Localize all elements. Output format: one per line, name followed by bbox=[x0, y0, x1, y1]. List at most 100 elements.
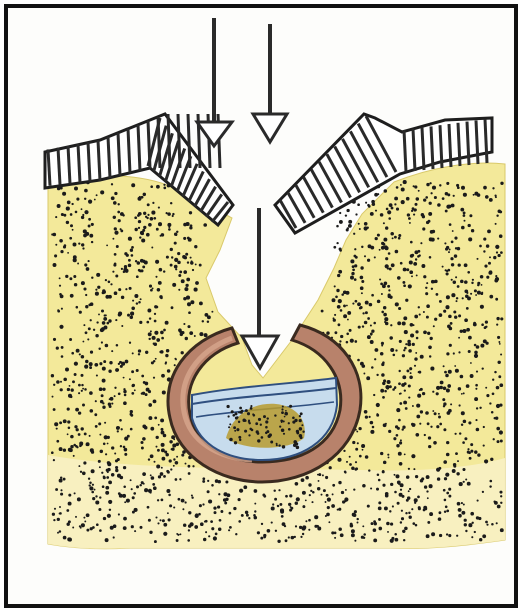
soil-dot bbox=[318, 473, 321, 476]
soil-dot bbox=[192, 269, 194, 271]
soil-dot bbox=[338, 299, 342, 303]
soil-dot bbox=[350, 339, 354, 343]
soil-dot bbox=[138, 212, 142, 216]
soil-dot bbox=[378, 527, 382, 531]
soil-dot bbox=[391, 263, 395, 267]
soil-dot bbox=[389, 336, 392, 339]
soil-dot bbox=[387, 285, 390, 288]
soil-dot bbox=[446, 453, 450, 457]
soil-dot bbox=[379, 249, 381, 251]
soil-dot bbox=[381, 293, 383, 295]
soil-dot bbox=[111, 183, 113, 185]
soil-dot bbox=[444, 242, 446, 244]
soil-dot bbox=[56, 346, 59, 349]
debris-dot bbox=[282, 405, 284, 407]
soil-dot bbox=[436, 425, 439, 428]
soil-dot bbox=[157, 449, 160, 452]
soil-dot bbox=[89, 484, 91, 486]
soil-dot bbox=[86, 267, 90, 271]
soil-dot bbox=[413, 214, 415, 216]
soil-dot bbox=[453, 463, 456, 466]
soil-dot bbox=[367, 335, 371, 339]
soil-dot bbox=[413, 468, 415, 470]
soil-dot bbox=[63, 536, 67, 540]
soil-dot bbox=[131, 370, 134, 373]
soil-dot bbox=[380, 389, 384, 393]
soil-dot bbox=[446, 389, 450, 393]
soil-dot bbox=[235, 533, 237, 535]
soil-dot bbox=[69, 385, 71, 387]
soil-dot bbox=[100, 400, 104, 404]
soil-dot bbox=[81, 390, 83, 392]
debris-dot bbox=[250, 405, 252, 407]
soil-dot bbox=[114, 395, 116, 397]
soil-dot bbox=[132, 496, 135, 499]
soil-dot bbox=[133, 492, 136, 495]
soil-dot bbox=[458, 351, 460, 353]
soil-dot bbox=[404, 389, 406, 391]
soil-dot bbox=[391, 207, 394, 210]
debris-dot bbox=[292, 417, 295, 420]
soil-dot bbox=[82, 471, 86, 475]
soil-dot bbox=[383, 222, 385, 224]
soil-dot bbox=[399, 462, 403, 466]
soil-dot bbox=[84, 189, 88, 193]
soil-dot bbox=[445, 210, 448, 213]
soil-dot bbox=[383, 306, 386, 309]
debris-dot bbox=[244, 420, 246, 422]
debris-dot bbox=[266, 417, 268, 419]
soil-dot bbox=[361, 292, 363, 294]
soil-dot bbox=[150, 217, 154, 221]
soil-dot bbox=[499, 403, 502, 406]
soil-dot bbox=[113, 264, 116, 267]
soil-dot bbox=[150, 185, 153, 188]
soil-dot bbox=[166, 349, 169, 352]
soil-dot bbox=[368, 205, 371, 208]
soil-dot bbox=[471, 282, 473, 284]
soil-dot bbox=[439, 423, 442, 426]
soil-dot bbox=[408, 284, 412, 288]
soil-dot bbox=[168, 518, 171, 521]
soil-dot bbox=[420, 388, 423, 391]
soil-dot bbox=[114, 387, 116, 389]
soil-dot bbox=[155, 276, 157, 278]
soil-dot bbox=[102, 379, 106, 383]
soil-dot bbox=[351, 533, 355, 537]
soil-dot bbox=[81, 374, 84, 377]
soil-dot bbox=[59, 447, 63, 451]
soil-dot bbox=[483, 238, 486, 241]
soil-dot bbox=[54, 422, 58, 426]
soil-dot bbox=[415, 330, 418, 333]
soil-dot bbox=[195, 281, 199, 285]
soil-dot bbox=[460, 208, 464, 212]
soil-dot bbox=[437, 477, 440, 480]
soil-dot bbox=[143, 212, 146, 215]
soil-dot bbox=[88, 260, 90, 262]
soil-dot bbox=[458, 514, 462, 518]
soil-dot bbox=[167, 212, 171, 216]
soil-dot bbox=[403, 268, 407, 272]
soil-dot bbox=[84, 210, 88, 214]
debris-dot bbox=[282, 445, 285, 448]
soil-dot bbox=[91, 241, 93, 243]
soil-dot bbox=[152, 287, 154, 289]
soil-dot bbox=[370, 324, 372, 326]
soil-dot bbox=[500, 317, 503, 320]
soil-dot bbox=[111, 403, 113, 405]
soil-dot bbox=[130, 479, 132, 481]
soil-dot bbox=[157, 288, 161, 292]
soil-dot bbox=[146, 388, 150, 392]
soil-dot bbox=[59, 239, 63, 243]
soil-dot bbox=[415, 475, 418, 478]
soil-dot bbox=[218, 528, 221, 531]
soil-dot bbox=[84, 263, 87, 266]
soil-dot bbox=[115, 466, 118, 469]
soil-dot bbox=[417, 496, 420, 499]
soil-dot bbox=[446, 441, 449, 444]
soil-dot bbox=[408, 349, 412, 353]
soil-dot bbox=[107, 436, 110, 439]
soil-dot bbox=[175, 461, 179, 465]
soil-dot bbox=[344, 497, 348, 501]
soil-dot bbox=[82, 404, 85, 407]
pavement-stripe bbox=[458, 123, 460, 166]
